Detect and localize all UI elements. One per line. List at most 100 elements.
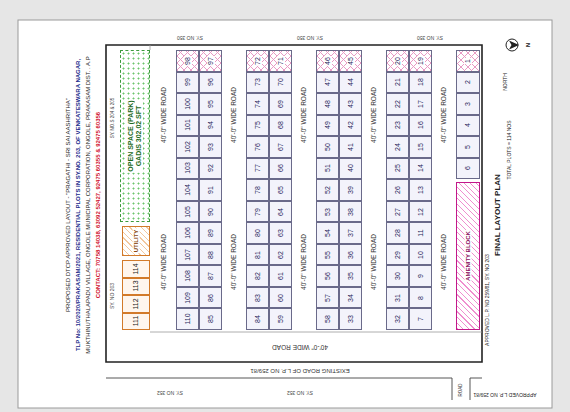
plot-box: 6 <box>456 158 480 180</box>
plot-box: 96 <box>199 72 222 94</box>
plot-box: 15 <box>409 136 432 158</box>
plot-box: 27 <box>386 201 409 223</box>
plot-box: 85 <box>199 308 222 330</box>
text-holder: 43 <box>346 100 354 108</box>
plot-box: 86 <box>199 287 222 309</box>
plot-box: 76 <box>246 136 269 158</box>
plot-number: 44 <box>346 78 354 86</box>
north-arrow <box>509 41 519 50</box>
plot-box: 4 <box>456 115 480 137</box>
plot-number: 68 <box>276 121 284 129</box>
road-label: ROAD <box>459 382 464 397</box>
text-holder: 46 <box>323 56 331 66</box>
text-holder: 66 <box>276 165 284 173</box>
survey-number: SY. NO 350 <box>176 34 204 40</box>
road-label: 40'-0" WIDE ROAD <box>370 233 377 291</box>
plot-box: 67 <box>269 136 292 158</box>
plot-number: 47 <box>323 78 331 86</box>
plot-number: 35 <box>346 272 354 280</box>
text-holder: 70 <box>276 78 284 86</box>
text-holder: 71 <box>276 56 284 66</box>
site-boundary <box>106 45 482 362</box>
road-label: 40'-0" WIDE ROAD <box>230 86 237 144</box>
plot-number: 85 <box>206 315 214 323</box>
plot-box: 28 <box>386 222 409 244</box>
plot-number: 75 <box>253 121 261 129</box>
plot-box: 52 <box>316 179 339 201</box>
road-label: 40'-0" WIDE ROAD <box>370 86 377 144</box>
text-holder: 48 <box>323 100 331 108</box>
text-holder: 82 <box>253 272 261 280</box>
plot-box: 89 <box>199 222 222 244</box>
plot-number: 60 <box>276 294 284 302</box>
plot-number: 26 <box>393 186 401 194</box>
plot-number: 108 <box>183 270 191 282</box>
road-label: EXISTING ROAD OF L.P. NO 259/81 <box>249 368 350 375</box>
plot-number: 33 <box>346 315 354 323</box>
north-label: N <box>525 42 532 48</box>
text-holder: 9 <box>416 274 424 278</box>
plot-box: 7 <box>409 308 432 330</box>
text-holder: 96 <box>206 78 214 86</box>
plot-number: 37 <box>346 229 354 237</box>
plot-box: 82 <box>246 265 269 287</box>
plot-number: 66 <box>276 165 284 173</box>
road-edge <box>470 378 471 400</box>
plot-box: 18 <box>409 72 432 94</box>
plot-number: 19 <box>416 56 424 66</box>
plot-box: 75 <box>246 115 269 137</box>
text-holder: 50 <box>323 143 331 151</box>
plan-title: FINAL LAYOUT PLAN <box>494 173 503 257</box>
text-holder: 100 <box>183 98 191 110</box>
plot-box: 22 <box>386 93 409 115</box>
plot-number: 96 <box>206 78 214 86</box>
text-holder: 64 <box>276 208 284 216</box>
text-holder: 109 <box>183 292 191 304</box>
plot-number: 9 <box>416 274 424 278</box>
plot-number: 92 <box>206 165 214 173</box>
text-holder: 86 <box>206 294 214 302</box>
plot-number: 65 <box>276 186 284 194</box>
survey-number: SY. NO 352 <box>156 389 184 395</box>
text-holder: 114 <box>132 263 140 274</box>
plot-number: 53 <box>323 208 331 216</box>
plot-number: 49 <box>323 121 331 129</box>
plot-number: 24 <box>393 143 401 151</box>
text-holder: 65 <box>276 186 284 194</box>
plot-box: 41 <box>339 136 362 158</box>
plot-box: 57 <box>316 287 339 309</box>
plot-number: 59 <box>276 315 284 323</box>
text-holder: 80 <box>253 229 261 237</box>
text-holder: 106 <box>183 227 191 239</box>
plot-box: 53 <box>316 201 339 223</box>
text-holder: 63 <box>276 229 284 237</box>
text-holder: 90 <box>206 208 214 216</box>
plot-number: 16 <box>416 121 424 129</box>
plot-box: 5 <box>456 136 480 158</box>
plot-number: 34 <box>346 294 354 302</box>
text-holder: 5 <box>464 145 472 149</box>
text-holder: 51 <box>323 165 331 173</box>
text-holder: 25 <box>393 165 401 173</box>
plot-number: 97 <box>206 56 214 66</box>
plot-number: 7 <box>416 317 424 321</box>
plot-number: 40 <box>346 165 354 173</box>
plot-box: 58 <box>316 308 339 330</box>
park-area: OPEN SPACE (PARK)GADIS 302.02 SFT <box>120 50 150 222</box>
plot-box: 56 <box>316 265 339 287</box>
text-holder: 108 <box>183 270 191 282</box>
plot-box: 111 <box>122 313 150 331</box>
plot-number: 67 <box>276 143 284 151</box>
plot-number: 6 <box>464 167 472 171</box>
plot-number: 72 <box>253 56 261 66</box>
text-holder: 20 <box>393 56 401 66</box>
area-label: AMENITY BLOCK <box>465 230 472 282</box>
plot-number: 70 <box>276 78 284 86</box>
text-holder: 73 <box>253 78 261 86</box>
text-holder: 17 <box>416 100 424 108</box>
text-holder: 12 <box>416 208 424 216</box>
plot-number: 73 <box>253 78 261 86</box>
plot-box: 20 <box>386 50 409 72</box>
utility-block: UTILITY <box>122 226 150 256</box>
plot-number: 1 <box>464 58 472 64</box>
